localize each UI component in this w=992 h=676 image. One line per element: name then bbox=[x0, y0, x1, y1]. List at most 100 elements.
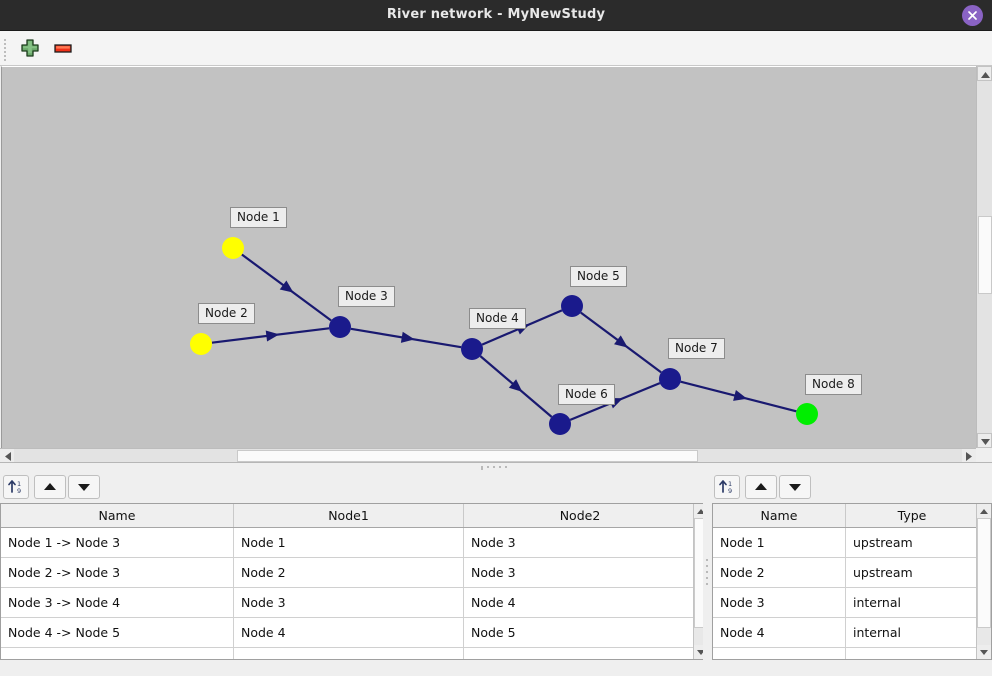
graph-hscroll-thumb[interactable] bbox=[237, 450, 698, 462]
column-header[interactable]: Node2 bbox=[463, 504, 697, 528]
table-cell[interactable]: Node 4 bbox=[463, 587, 697, 618]
table-cell[interactable] bbox=[1, 647, 234, 659]
table-cell[interactable]: upstream bbox=[845, 527, 979, 558]
move-up-icon[interactable] bbox=[745, 475, 777, 499]
move-down-icon[interactable] bbox=[68, 475, 100, 499]
graph-node[interactable] bbox=[796, 403, 818, 425]
move-up-icon[interactable] bbox=[34, 475, 66, 499]
column-header[interactable]: Name bbox=[713, 504, 846, 528]
table-row[interactable] bbox=[1, 647, 697, 659]
graph-node-label[interactable]: Node 6 bbox=[558, 384, 615, 405]
sort-ascending-icon[interactable]: 1 9 bbox=[714, 475, 740, 499]
table-cell[interactable]: Node 3 bbox=[713, 587, 846, 618]
table-cell[interactable]: Node 1 bbox=[713, 527, 846, 558]
table-cell[interactable]: Node 2 bbox=[713, 557, 846, 588]
graph-edge-arrow bbox=[279, 280, 294, 293]
scroll-up-icon[interactable] bbox=[977, 504, 991, 518]
graph-horizontal-scrollbar[interactable] bbox=[0, 448, 976, 462]
graph-vscroll-thumb[interactable] bbox=[978, 216, 992, 294]
table-cell[interactable]: internal bbox=[845, 587, 979, 618]
splitter-grip-icon bbox=[481, 466, 513, 470]
network-diagram-canvas[interactable]: Node 1 Node 2 Node 3 Node 4 Node 5 Node 6 Node… bbox=[1, 66, 976, 448]
table-cell[interactable]: Node 3 bbox=[233, 587, 464, 618]
table-cell[interactable]: Node 3 bbox=[463, 527, 697, 558]
graph-node[interactable] bbox=[549, 413, 571, 435]
graph-edge-arrow bbox=[400, 331, 415, 343]
table-cell[interactable]: upstream bbox=[845, 557, 979, 588]
close-icon[interactable] bbox=[962, 5, 983, 26]
graph-node-label[interactable]: Node 7 bbox=[668, 338, 725, 359]
graph-node[interactable] bbox=[461, 338, 483, 360]
toolbar-grip[interactable] bbox=[4, 37, 8, 61]
graph-node[interactable] bbox=[222, 237, 244, 259]
column-header[interactable]: Type bbox=[845, 504, 979, 528]
table-cell[interactable]: Node 3 bbox=[463, 557, 697, 588]
minus-icon[interactable] bbox=[52, 38, 74, 59]
table-cell[interactable] bbox=[713, 647, 846, 659]
vertical-splitter[interactable] bbox=[703, 473, 712, 676]
move-down-icon[interactable] bbox=[779, 475, 811, 499]
table-row[interactable] bbox=[713, 647, 979, 659]
table-cell[interactable]: Node 1 bbox=[233, 527, 464, 558]
horizontal-splitter[interactable] bbox=[0, 462, 992, 473]
svg-text:1: 1 bbox=[728, 480, 732, 488]
table-cell[interactable]: Node 4 bbox=[713, 617, 846, 648]
table-cell[interactable]: Node 2 -> Node 3 bbox=[1, 557, 234, 588]
main-toolbar bbox=[0, 31, 992, 66]
graph-node-label[interactable]: Node 1 bbox=[230, 207, 287, 228]
graph-node-label[interactable]: Node 3 bbox=[338, 286, 395, 307]
graph-vertical-scrollbar[interactable] bbox=[976, 66, 992, 448]
splitter-grip-icon bbox=[706, 559, 709, 589]
nodes-table-scrollbar[interactable] bbox=[976, 504, 991, 659]
table-cell[interactable]: Node 2 bbox=[233, 557, 464, 588]
scroll-left-icon[interactable] bbox=[0, 449, 14, 462]
scroll-down-icon[interactable] bbox=[977, 433, 992, 448]
scroll-right-icon[interactable] bbox=[962, 449, 976, 462]
svg-text:1: 1 bbox=[17, 480, 21, 488]
network-graph bbox=[190, 237, 818, 435]
column-header[interactable]: Name bbox=[1, 504, 234, 528]
svg-text:9: 9 bbox=[17, 487, 21, 495]
table-cell[interactable]: internal bbox=[845, 617, 979, 648]
graph-node[interactable] bbox=[561, 295, 583, 317]
table-cell[interactable]: Node 4 bbox=[233, 617, 464, 648]
graph-node-label[interactable]: Node 4 bbox=[469, 308, 526, 329]
table-cell[interactable]: Node 5 bbox=[463, 617, 697, 648]
table-cell[interactable]: Node 3 -> Node 4 bbox=[1, 587, 234, 618]
scroll-down-icon[interactable] bbox=[977, 645, 991, 659]
graph-node-label[interactable]: Node 8 bbox=[805, 374, 862, 395]
graph-node[interactable] bbox=[659, 368, 681, 390]
table-cell[interactable] bbox=[845, 647, 979, 659]
graph-edge-arrow bbox=[614, 335, 628, 348]
table-cell[interactable] bbox=[463, 647, 697, 659]
scroll-up-icon[interactable] bbox=[977, 66, 992, 81]
table-cell[interactable] bbox=[233, 647, 464, 659]
svg-text:9: 9 bbox=[728, 487, 732, 495]
sort-ascending-icon[interactable]: 1 9 bbox=[3, 475, 29, 499]
graph-node-label[interactable]: Node 2 bbox=[198, 303, 255, 324]
graph-node[interactable] bbox=[329, 316, 351, 338]
table-cell[interactable]: Node 4 -> Node 5 bbox=[1, 617, 234, 648]
graph-node[interactable] bbox=[190, 333, 212, 355]
graph-edge-arrow bbox=[265, 330, 280, 342]
column-header[interactable]: Node1 bbox=[233, 504, 464, 528]
nodes-scroll-thumb[interactable] bbox=[977, 518, 991, 628]
add-icon[interactable] bbox=[19, 38, 41, 59]
table-cell[interactable]: Node 1 -> Node 3 bbox=[1, 527, 234, 558]
graph-node-label[interactable]: Node 5 bbox=[570, 266, 627, 287]
graph-panel: Node 1 Node 2 Node 3 Node 4 Node 5 Node 6 Node… bbox=[0, 66, 992, 462]
